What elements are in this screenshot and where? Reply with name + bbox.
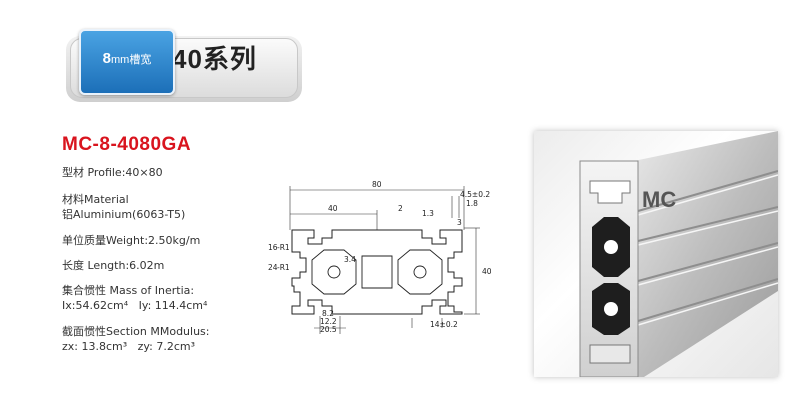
slot-width-badge: 8mm槽宽 <box>79 29 175 95</box>
series-header: 40系列 8mm槽宽 <box>62 26 306 102</box>
spec-inertia-values: Ix:54.62cm⁴ Iy: 114.4cm⁴ <box>62 299 208 312</box>
dim-14: 14±0.2 <box>430 320 458 329</box>
dim-20-5: 20.5 <box>320 325 337 334</box>
dim-1-3: 1.3 <box>422 209 434 218</box>
dim-height: 40 <box>482 267 492 276</box>
brand-mark: MC <box>642 187 676 212</box>
dim-24: 24 <box>268 263 278 272</box>
slot-width-unit: mm槽宽 <box>111 54 152 66</box>
spec-profile: 型材 Profile:40×80 <box>62 166 163 179</box>
spec-material: 材料Material <box>62 193 129 206</box>
model-number: MC-8-4080GA <box>62 134 192 155</box>
dim-3-4: 3.4 <box>344 255 356 264</box>
dim-80: 80 <box>372 180 382 189</box>
dim-1-8: 1.8 <box>466 199 478 208</box>
dim-r1b: -R1 <box>277 263 290 272</box>
dim-16: 16 <box>268 243 278 252</box>
spec-length: 长度 Length:6.02m <box>62 259 165 272</box>
spec-weight: 单位质量Weight:2.50kg/m <box>62 234 201 247</box>
series-title: 40系列 <box>172 44 257 74</box>
profile-outline <box>291 229 463 315</box>
profile-render: MC <box>579 131 778 377</box>
spec-aluminium: 铝Aluminium(6063-T5) <box>62 208 186 221</box>
slot-width-label: 8mm槽宽 <box>81 50 173 67</box>
slot-width-value: 8 <box>102 50 111 67</box>
spec-inertia-title: 集合惯性 Mass of Inertia: <box>62 284 195 297</box>
dim-40: 40 <box>328 204 338 213</box>
product-photo: MC <box>534 131 778 377</box>
spec-modulus-values: zx: 13.8cm³ zy: 7.2cm³ <box>62 340 195 353</box>
dim-r1: -R1 <box>277 243 290 252</box>
dim-12-2: 12.2 <box>320 317 337 326</box>
dim-3: 3 <box>457 218 462 227</box>
dim-2: 2 <box>398 204 403 213</box>
dim-4-5: 4.5±0.2 <box>460 190 490 199</box>
dim-8-2: 8.2 <box>322 309 334 318</box>
spec-modulus-title: 截面惯性Section MModulus: <box>62 325 210 338</box>
profile-drawing: 80 40 4.5±0.2 1.8 2 1.3 3 16 -R1 24 -R1 … <box>268 180 492 334</box>
